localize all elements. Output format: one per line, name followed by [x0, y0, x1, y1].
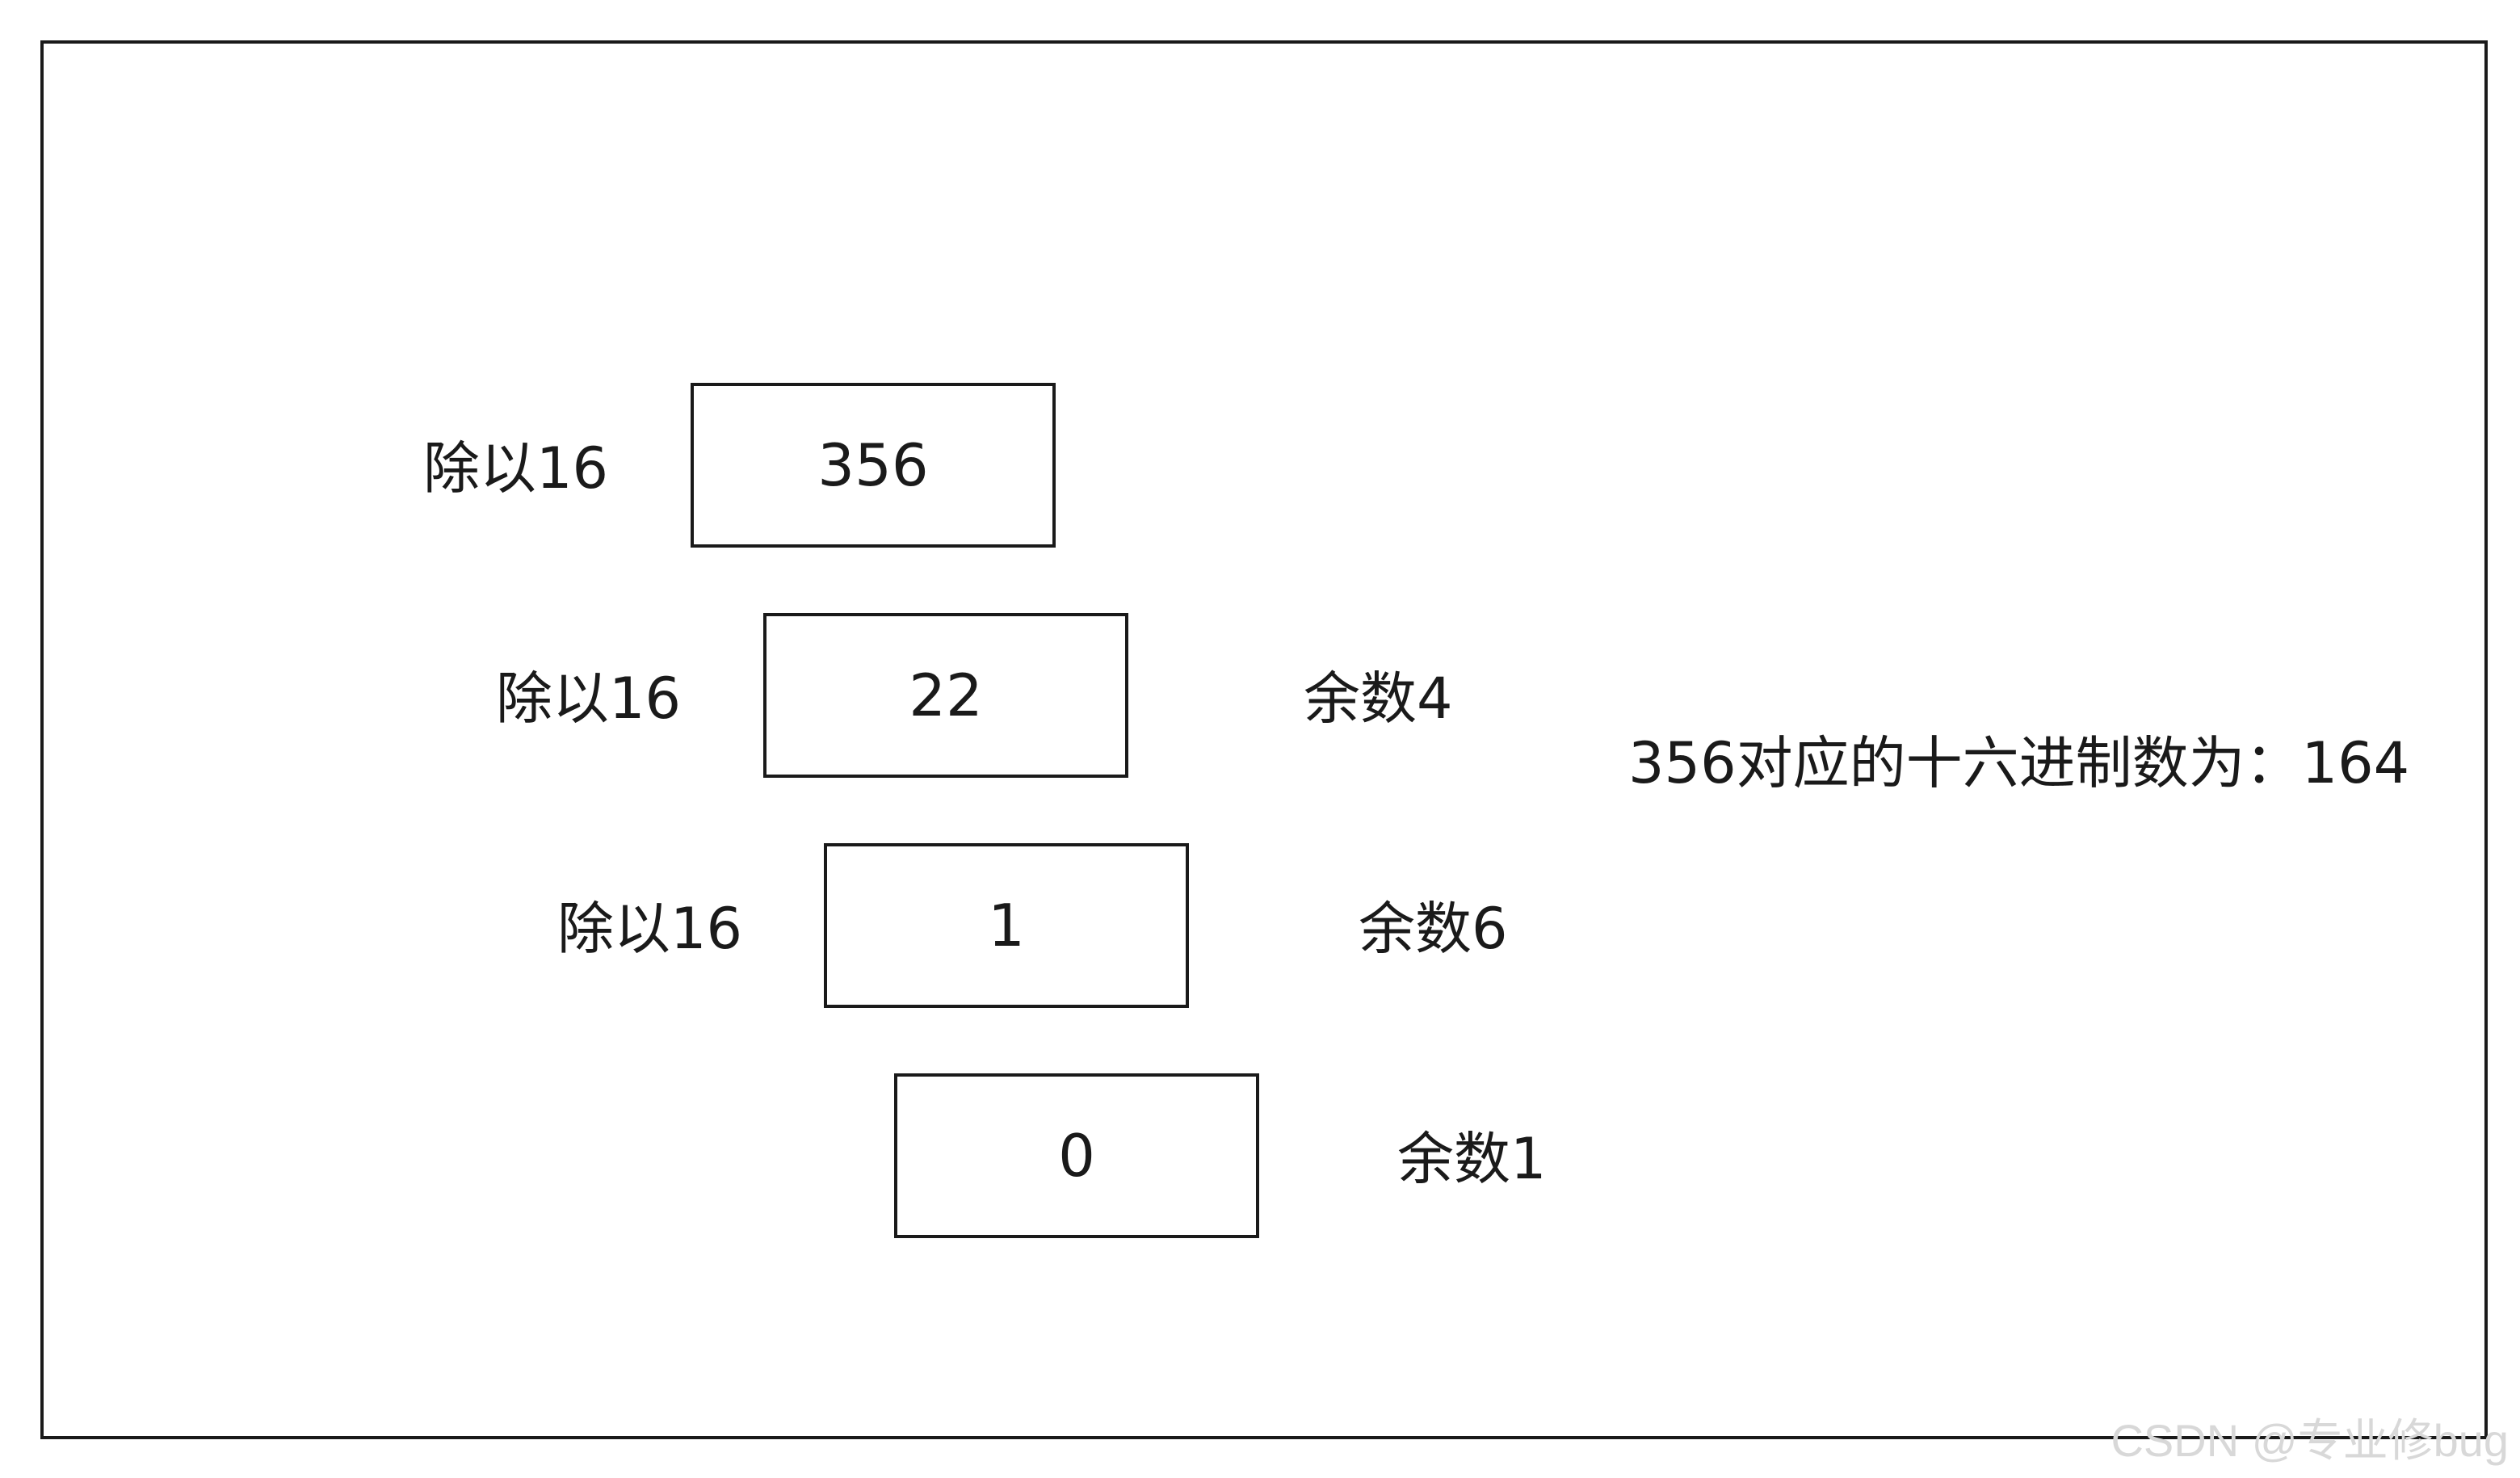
value-text-1: 356: [817, 431, 929, 499]
diagram-frame: [40, 40, 2488, 1439]
value-box-1: 356: [691, 383, 1056, 548]
value-text-2: 22: [909, 661, 983, 729]
value-text-4: 0: [1058, 1122, 1095, 1190]
remainder-label-4: 余数1: [1397, 1126, 1547, 1192]
divide-label-3: 除以16: [557, 896, 743, 962]
remainder-label-3: 余数6: [1359, 896, 1508, 962]
watermark: CSDN @专业修bug: [2110, 1415, 2509, 1466]
divide-label-1: 除以16: [423, 435, 609, 502]
result-text: 356对应的十六进制数为：164: [1628, 730, 2410, 796]
remainder-label-2: 余数4: [1304, 666, 1453, 732]
value-box-3: 1: [824, 843, 1189, 1008]
value-text-3: 1: [988, 892, 1025, 959]
value-box-2: 22: [763, 613, 1128, 778]
divide-label-2: 除以16: [496, 666, 682, 732]
value-box-4: 0: [894, 1073, 1259, 1238]
